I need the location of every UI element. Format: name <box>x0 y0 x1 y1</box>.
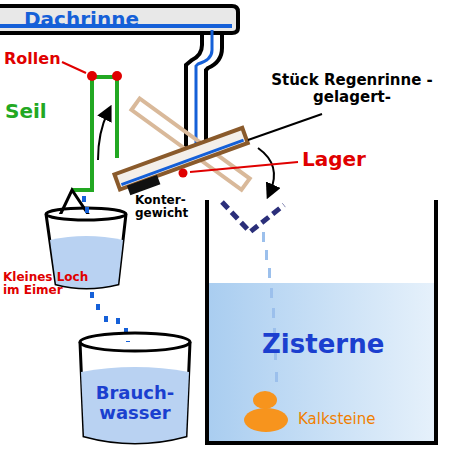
cistern-name: Zisterne <box>262 330 432 359</box>
stone-label: Kalksteine <box>298 411 428 428</box>
hole-label: Kleines Loch im Eimer <box>3 271 103 297</box>
rope-label: Seil <box>5 100 85 122</box>
cistern-tank: ZisterneKalksteine <box>207 200 436 443</box>
gutter-name: Dachrinne <box>24 8 224 30</box>
gutter-band: Dachrinne <box>0 6 238 34</box>
service-water-bucket: Brauch- wasser <box>80 335 190 445</box>
bucket-name: Brauch- wasser <box>88 383 182 423</box>
pulley-label: Rollen <box>4 50 84 68</box>
counterweight-label: Konter- gewicht <box>135 194 197 220</box>
pivot-label: Lager <box>302 148 392 170</box>
gutter-piece-label: Stück Regenrinne -gelagert- <box>262 72 442 105</box>
